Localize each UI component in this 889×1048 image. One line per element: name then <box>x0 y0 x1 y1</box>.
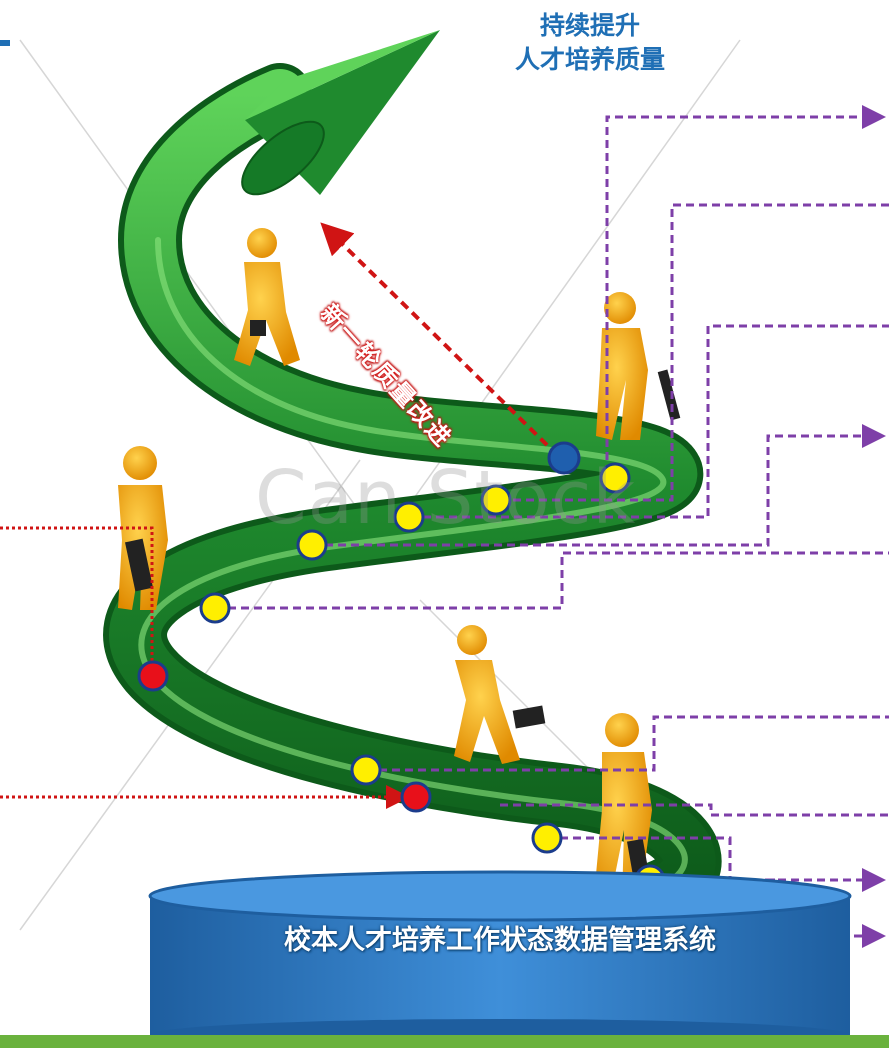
database-label: 校本人才培养工作状态数据管理系统 <box>284 925 716 956</box>
figure-upper-right <box>596 292 681 440</box>
node-red <box>400 781 432 813</box>
figure-middle <box>454 625 546 764</box>
node-yellow <box>531 822 563 854</box>
node-yellow <box>350 754 382 786</box>
corner-tick <box>0 40 10 46</box>
database-cylinder <box>148 870 852 1048</box>
footer-bar <box>0 1035 889 1048</box>
title-line-2: 人才培养质量 <box>514 45 665 74</box>
red-connectors <box>0 526 410 809</box>
figure-left <box>118 446 168 610</box>
new-cycle-arrow <box>320 222 549 447</box>
figure-bottom <box>594 713 652 900</box>
figure-top <box>234 228 300 366</box>
title-line-1: 持续提升 <box>539 11 640 40</box>
node-yellow <box>296 529 328 561</box>
node-blue <box>547 441 581 475</box>
node-yellow <box>199 592 231 624</box>
purple-connectors <box>215 105 889 948</box>
arrow-head <box>241 30 440 196</box>
node-yellow <box>599 462 631 494</box>
node-yellow <box>393 501 425 533</box>
node-red <box>137 660 169 692</box>
node-yellow <box>480 484 512 516</box>
watermark-text: Can Stock <box>255 455 637 541</box>
